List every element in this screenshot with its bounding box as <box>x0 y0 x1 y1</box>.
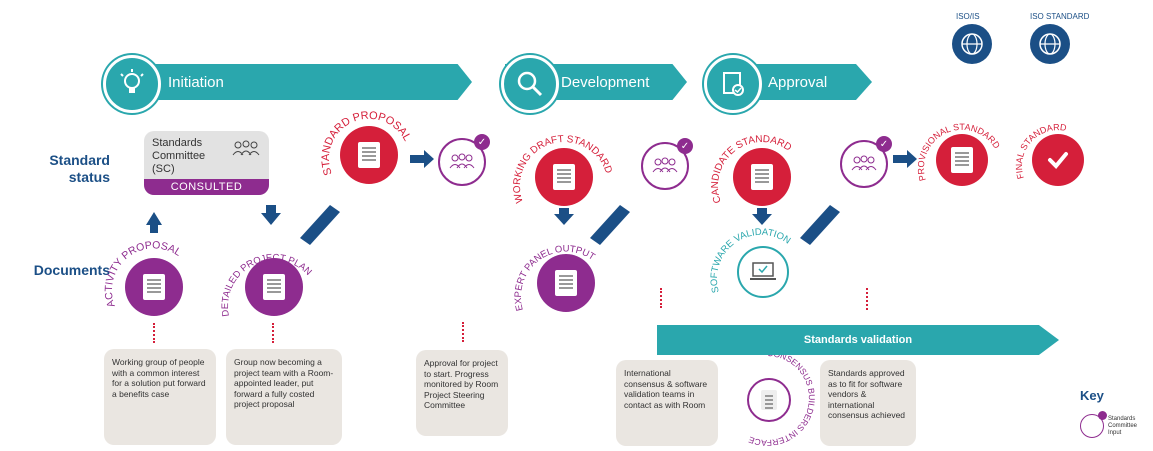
dotted-connector <box>660 288 664 308</box>
candidate-standard-circle <box>733 148 791 206</box>
detailed-plan-arc: DETAILED PROJECT PLAN <box>220 252 314 317</box>
standards-committee-box: Standards Committee (SC) CONSULTED <box>144 131 269 195</box>
final-standard-arc: FINAL STANDARD <box>1014 122 1068 180</box>
candidate-standard-arc: CANDIDATE STANDARD <box>710 134 793 205</box>
software-validation-circle <box>737 246 789 298</box>
svg-text:PROVISIONAL STANDARD: PROVISIONAL STANDARD <box>916 122 1002 182</box>
svg-text:EXPERT PANEL OUTPUT: EXPERT PANEL OUTPUT <box>513 244 597 312</box>
phase-banner-initiation: Initiation <box>112 64 472 100</box>
note-approval-to-start: Approval for project to start. Progress … <box>416 350 508 436</box>
check-badge-icon <box>1098 411 1107 420</box>
document-icon <box>263 274 285 300</box>
document-icon <box>555 270 577 296</box>
svg-text:CANDIDATE STANDARD: CANDIDATE STANDARD <box>710 134 793 205</box>
consulted-badge: CONSULTED <box>144 179 269 195</box>
working-draft-circle <box>535 148 593 206</box>
svg-text:FINAL STANDARD: FINAL STANDARD <box>1014 122 1068 180</box>
phase-label-development: Development <box>561 73 650 91</box>
document-icon <box>751 164 773 190</box>
svg-text:ACTIVITY PROPOSAL: ACTIVITY PROPOSAL <box>103 239 184 309</box>
dotted-connector <box>866 288 870 310</box>
consensus-builders-circle <box>747 378 791 422</box>
phase-label-initiation: Initiation <box>168 73 224 91</box>
note-standards-approved: Standards approved as to fit for softwar… <box>820 360 916 446</box>
svg-text:STANDARD PROPOSAL: STANDARD PROPOSAL <box>320 110 413 177</box>
document-check-icon <box>704 55 762 113</box>
people-group-icon <box>449 153 475 169</box>
committee-input-ring: ✓ <box>641 138 693 190</box>
row-label-documents: Documents <box>33 262 110 278</box>
dotted-connector <box>153 323 157 343</box>
standards-validation-banner: Standards validation <box>657 325 1059 355</box>
svg-text:SOFTWARE VALIDATION: SOFTWARE VALIDATION <box>709 227 793 294</box>
svg-text:DETAILED PROJECT PLAN: DETAILED PROJECT PLAN <box>220 252 314 317</box>
committee-title: Standards Committee (SC) <box>152 137 206 175</box>
svg-text:WORKING DRAFT STANDARD: WORKING DRAFT STANDARD <box>512 134 614 204</box>
check-badge-icon: ✓ <box>474 134 490 150</box>
final-standard-circle <box>1032 134 1084 186</box>
note-project-team: Group now becoming a project team with a… <box>226 349 342 445</box>
check-badge-icon: ✓ <box>677 138 693 154</box>
expert-panel-circle <box>537 254 595 312</box>
dotted-connector <box>272 323 276 343</box>
svg-text:CONSENSUS BUILDERS INTERFACE: CONSENSUS BUILDERS INTERFACE <box>747 348 817 448</box>
provisional-standard-circle <box>936 134 988 186</box>
row-label-standard-status: Standard status <box>49 152 110 185</box>
globe-icon <box>1030 24 1070 64</box>
detailed-plan-circle <box>245 258 303 316</box>
check-badge-icon: ✓ <box>876 136 892 152</box>
laptop-check-icon <box>750 262 776 280</box>
document-icon <box>761 390 777 410</box>
expert-panel-arc: EXPERT PANEL OUTPUT <box>513 244 597 312</box>
software-validation-arc: SOFTWARE VALIDATION <box>709 227 793 294</box>
people-group-icon <box>851 155 877 171</box>
people-group-icon <box>652 157 678 173</box>
committee-input-ring: ✓ <box>438 134 490 186</box>
document-icon <box>553 164 575 190</box>
phase-label-approval: Approval <box>768 73 828 91</box>
standards-validation-label: Standards validation <box>803 334 913 346</box>
lightbulb-icon <box>103 55 161 113</box>
key-item-label: Standards Committee Input <box>1108 416 1138 436</box>
working-draft-arc: WORKING DRAFT STANDARD <box>512 134 614 204</box>
document-icon <box>143 274 165 300</box>
people-group-icon <box>232 140 260 156</box>
committee-input-ring: ✓ <box>840 136 892 188</box>
globe-label-2: ISO STANDARD <box>1030 12 1090 21</box>
dotted-connector <box>462 322 466 342</box>
activity-proposal-circle <box>125 258 183 316</box>
key-ring <box>1080 411 1107 438</box>
note-working-group: Working group of people with a common in… <box>104 349 216 445</box>
document-icon <box>951 147 973 173</box>
note-consensus-validation: International consensus & software valid… <box>616 360 718 446</box>
checkmark-icon <box>1048 152 1068 169</box>
globe-label-1: ISO/IS <box>956 12 980 21</box>
document-icon <box>358 142 380 168</box>
standard-proposal-circle <box>340 126 398 184</box>
consensus-builders-arc: CONSENSUS BUILDERS INTERFACE <box>747 348 817 448</box>
key-title: Key <box>1080 388 1104 403</box>
globe-icon <box>952 24 992 64</box>
standard-proposal-arc: STANDARD PROPOSAL <box>320 110 413 177</box>
activity-proposal-arc: ACTIVITY PROPOSAL <box>103 239 184 309</box>
provisional-standard-arc: PROVISIONAL STANDARD <box>916 122 1002 182</box>
magnifier-icon <box>501 55 559 113</box>
